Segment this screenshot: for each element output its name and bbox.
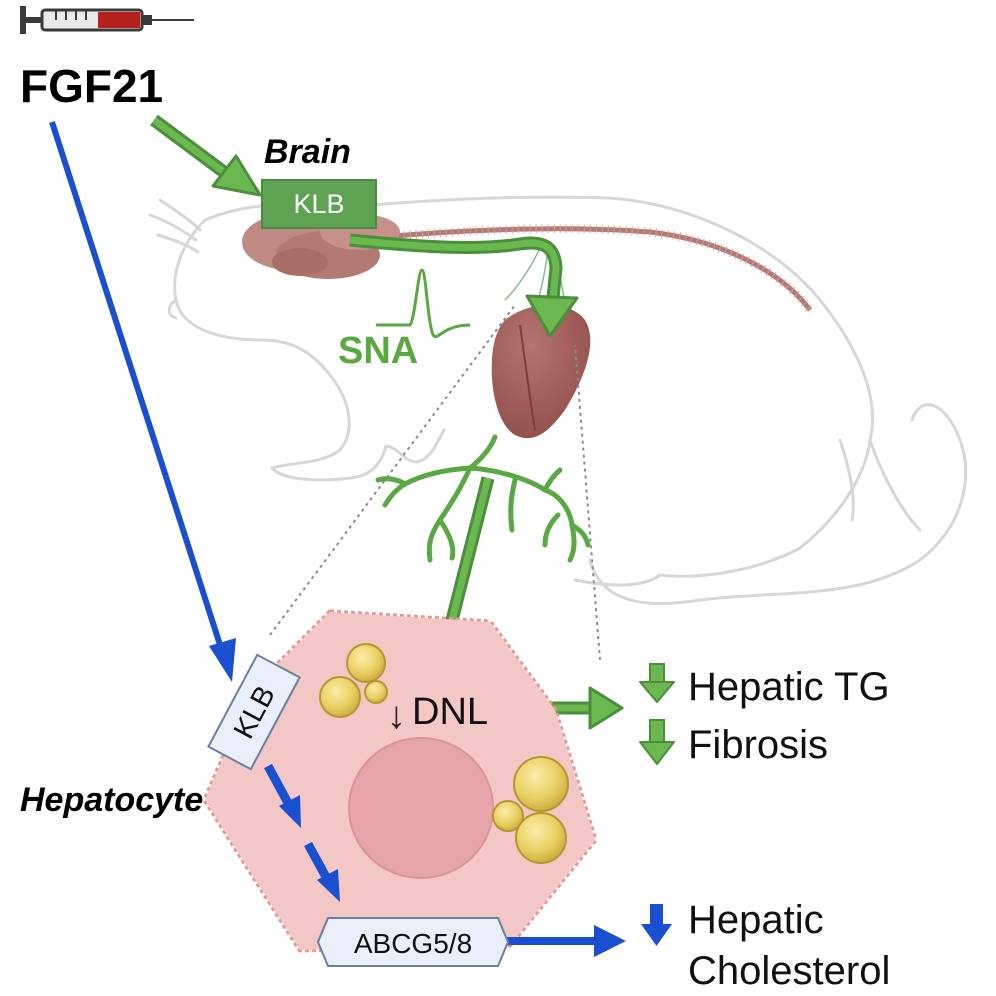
zoom-line-left bbox=[269, 304, 516, 636]
zoom-line-right bbox=[574, 344, 601, 661]
decrease-arrow-icon bbox=[639, 663, 675, 703]
outcome-hepatic-tg: Hepatic TG bbox=[639, 663, 890, 709]
lipid-droplets bbox=[319, 643, 569, 864]
hepatic-cholesterol-text-line2: Cholesterol bbox=[688, 949, 890, 993]
dnl-label: DNL bbox=[412, 691, 488, 733]
hepatocyte-label: Hepatocyte bbox=[20, 781, 203, 819]
abcg58-transporter: ABCG5/8 bbox=[316, 917, 510, 967]
dnl-decrease-arrow: ↓ bbox=[387, 695, 406, 737]
decrease-arrow-icon bbox=[639, 719, 675, 765]
fgf21-label: FGF21 bbox=[20, 60, 163, 112]
brain-klb-receptor: KLB bbox=[261, 179, 377, 229]
outcome-fibrosis: Fibrosis bbox=[639, 719, 828, 767]
decrease-arrow-icon bbox=[641, 904, 672, 946]
fibrosis-text: Fibrosis bbox=[688, 723, 828, 767]
liver-organ bbox=[491, 305, 591, 439]
hepatic-tg-text: Hepatic TG bbox=[688, 665, 890, 709]
nucleus bbox=[348, 737, 494, 879]
hepatocyte-klb-receptor: KLB bbox=[207, 653, 301, 771]
sna-spike-trace bbox=[376, 268, 471, 339]
direct-pathway-arrows bbox=[49, 121, 626, 957]
hepatocyte-cell bbox=[202, 609, 598, 953]
mouse-outline bbox=[148, 182, 968, 606]
hepatic-cholesterol-text-line1: Hepatic bbox=[688, 898, 824, 942]
abcg58-label: ABCG5/8 bbox=[354, 928, 472, 959]
brain-label: Brain bbox=[264, 133, 351, 171]
sna-label: SNA bbox=[338, 330, 418, 372]
brain-klb-label: KLB bbox=[293, 189, 344, 219]
outcome-hepatic-cholesterol: Hepatic Cholesterol bbox=[641, 898, 890, 993]
sympathetic-nerve-branches bbox=[375, 434, 591, 563]
syringe-icon bbox=[20, 6, 194, 34]
